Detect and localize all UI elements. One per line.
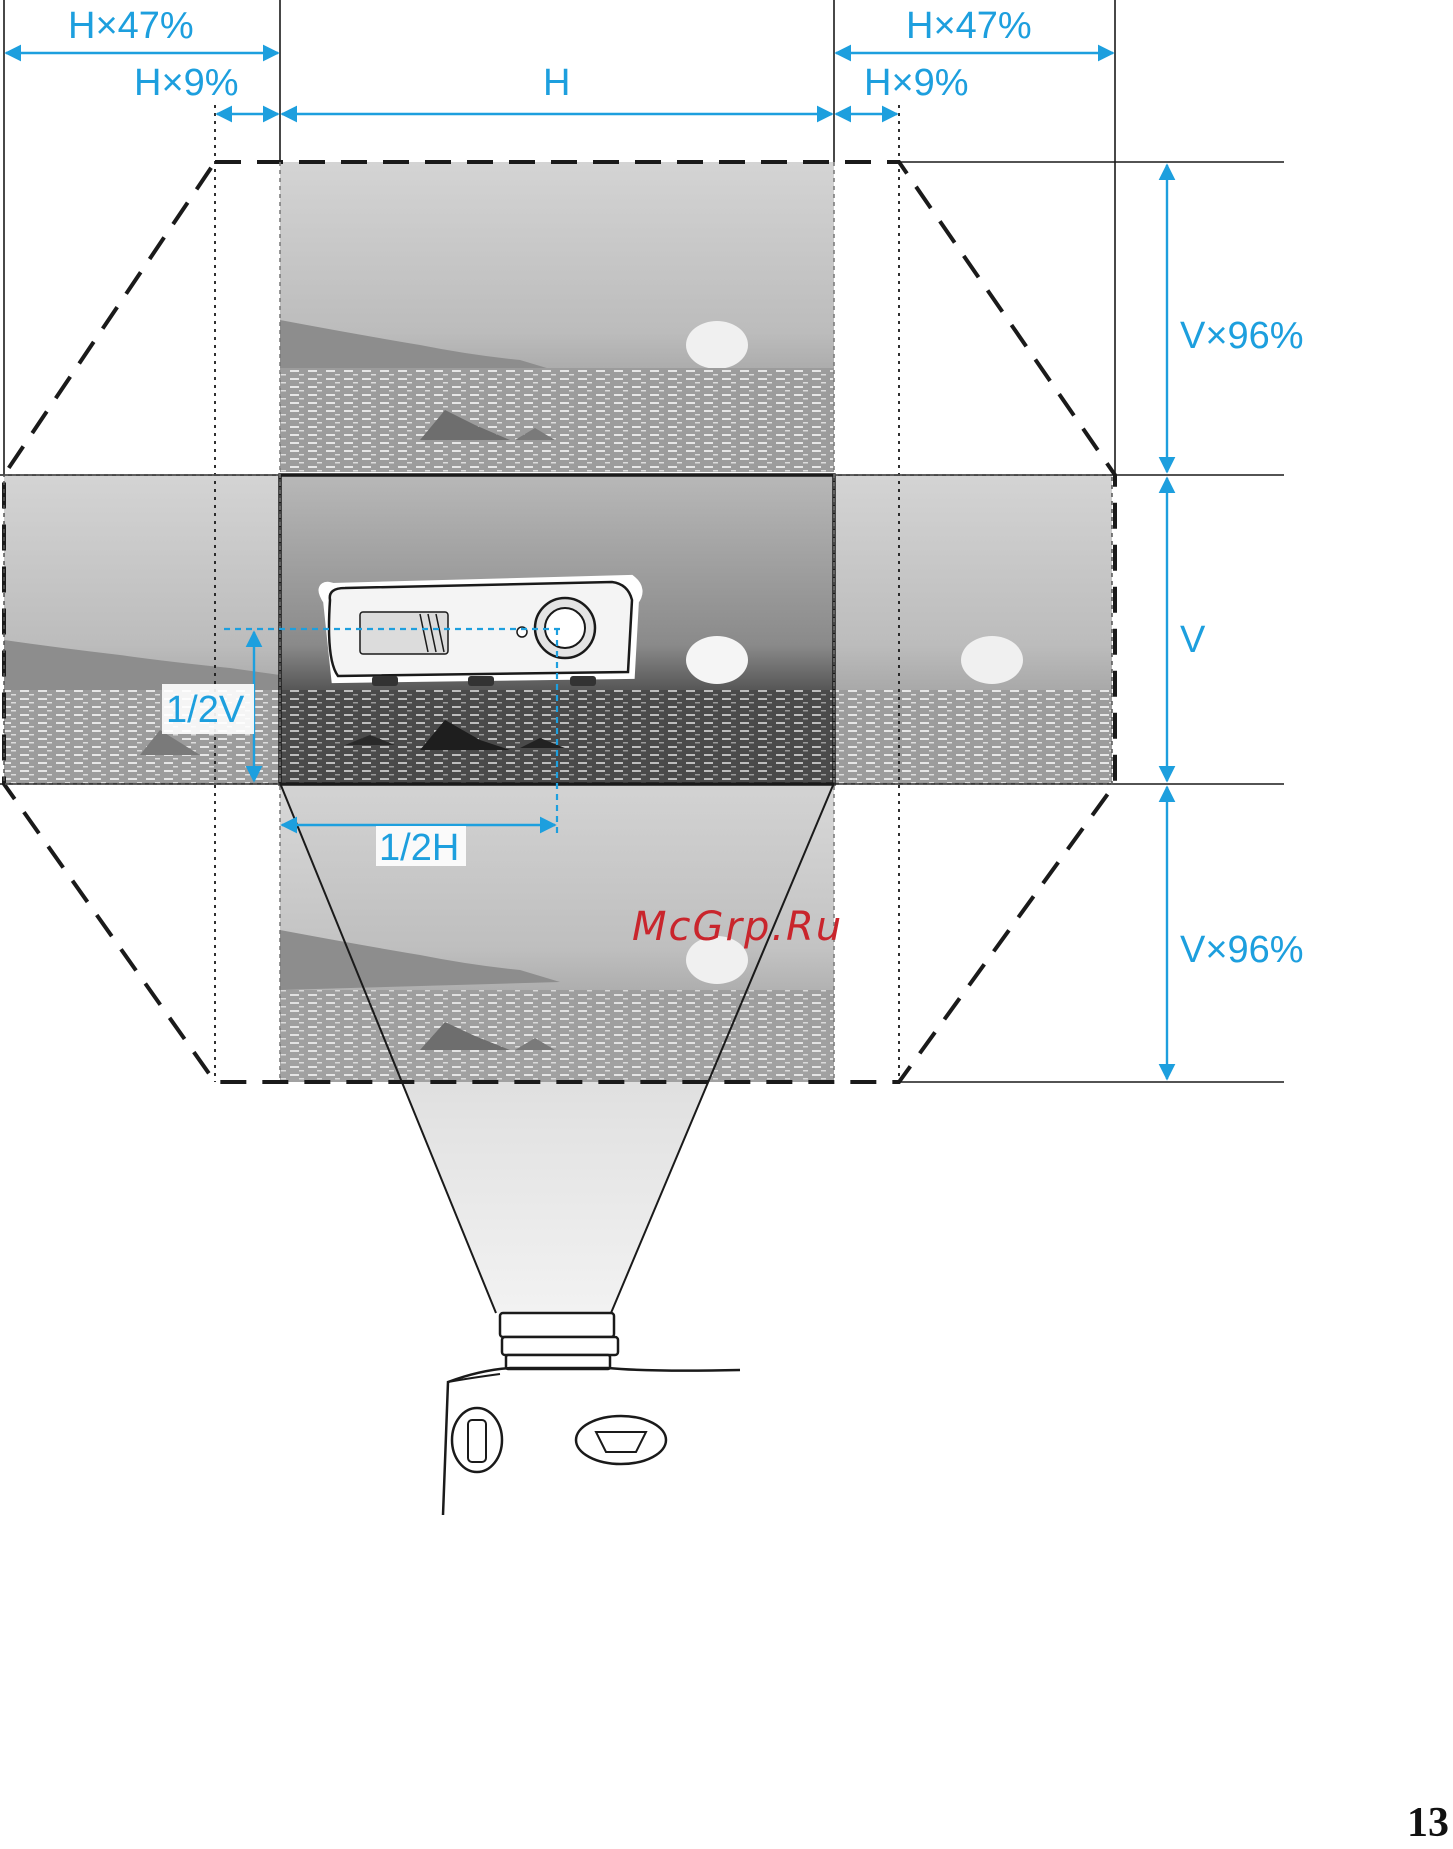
projector-icon <box>325 582 635 686</box>
label-h9-right: H×9% <box>864 62 969 104</box>
label-half-v: 1/2V <box>166 689 245 731</box>
label-v96-bottom: V×96% <box>1180 929 1304 971</box>
label-h9-left: H×9% <box>134 62 239 104</box>
label-h: H <box>543 62 570 104</box>
label-half-h: 1/2H <box>379 827 459 869</box>
label-h47-right: H×47% <box>906 5 1032 47</box>
label-h47-left: H×47% <box>68 5 194 47</box>
label-v96-top: V×96% <box>1180 315 1304 357</box>
image-right <box>834 475 1112 784</box>
watermark: McGrp.Ru <box>632 904 843 950</box>
label-v: V <box>1180 619 1206 661</box>
image-top <box>280 162 834 472</box>
projector-lens-icon <box>443 1313 740 1515</box>
page-number: 13 <box>1407 1799 1449 1847</box>
